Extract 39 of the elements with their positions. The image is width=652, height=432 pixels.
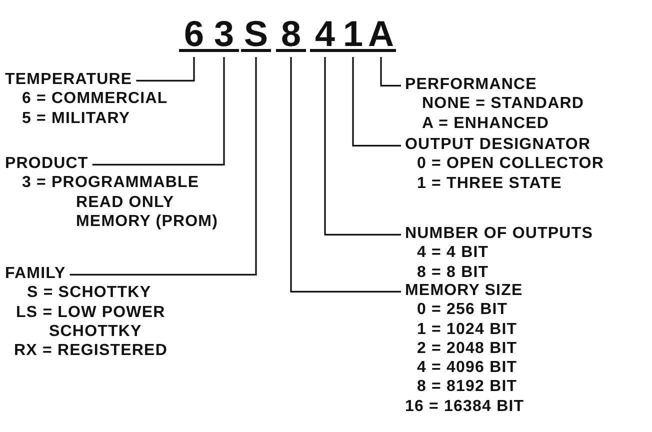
code-definition: 4 = 4 BIT [417,244,489,262]
field-heading: TEMPERATURE [5,70,132,90]
field-heading: PRODUCT [5,154,88,174]
leader-line [136,57,195,82]
code-definition: 8 = 8192 BIT [417,378,518,396]
code-definition: 5 = MILITARY [22,110,130,127]
code-definition: 1 = THREE STATE [417,174,562,192]
code-definition: RX = REGISTERED [14,342,168,360]
code-definition: 1 = 1024 BIT [417,320,518,338]
code-definition: 8 = 8 BIT [417,264,489,281]
leader-line [352,57,401,146]
part-number-character: A [366,16,396,52]
code-definition: NONE = STANDARD [422,95,584,112]
part-number-character: 8 [276,16,306,52]
part-number-character: 3 [209,16,239,52]
field-heading: FAMILY [5,264,66,284]
leader-line [380,57,401,86]
code-definition: 16 = 16384 BIT [405,398,524,415]
code-definition: S = SCHOTTKY [27,284,152,302]
code-definition: 6 = COMMERCIAL [22,90,168,108]
field-heading: PERFORMANCE [405,75,537,94]
field-heading: OUTPUT DESIGNATOR [405,135,591,154]
code-definition: LS = LOW POWER SCHOTTKY [16,302,166,342]
field-heading: MEMORY SIZE [405,281,523,300]
code-definition: 3 = PROGRAMMABLE READ ONLY MEMORY (PROM) [22,173,220,232]
leader-line [290,57,401,292]
leader-line [92,57,225,166]
leader-line [324,57,401,236]
code-definition: A = ENHANCED [422,114,550,132]
code-definition: 0 = 256 BIT [417,301,508,318]
part-number-character: S [241,16,271,52]
code-definition: 4 = 4096 BIT [417,359,518,376]
part-number-character: 4 [310,16,340,52]
field-heading: NUMBER OF OUTPUTS [405,224,593,244]
part-number-character: 1 [338,16,368,52]
code-definition: 2 = 2048 BIT [417,340,518,357]
code-definition: 0 = OPEN COLLECTOR [417,155,604,172]
part-number-character: 6 [179,16,209,52]
leader-line [70,57,257,276]
